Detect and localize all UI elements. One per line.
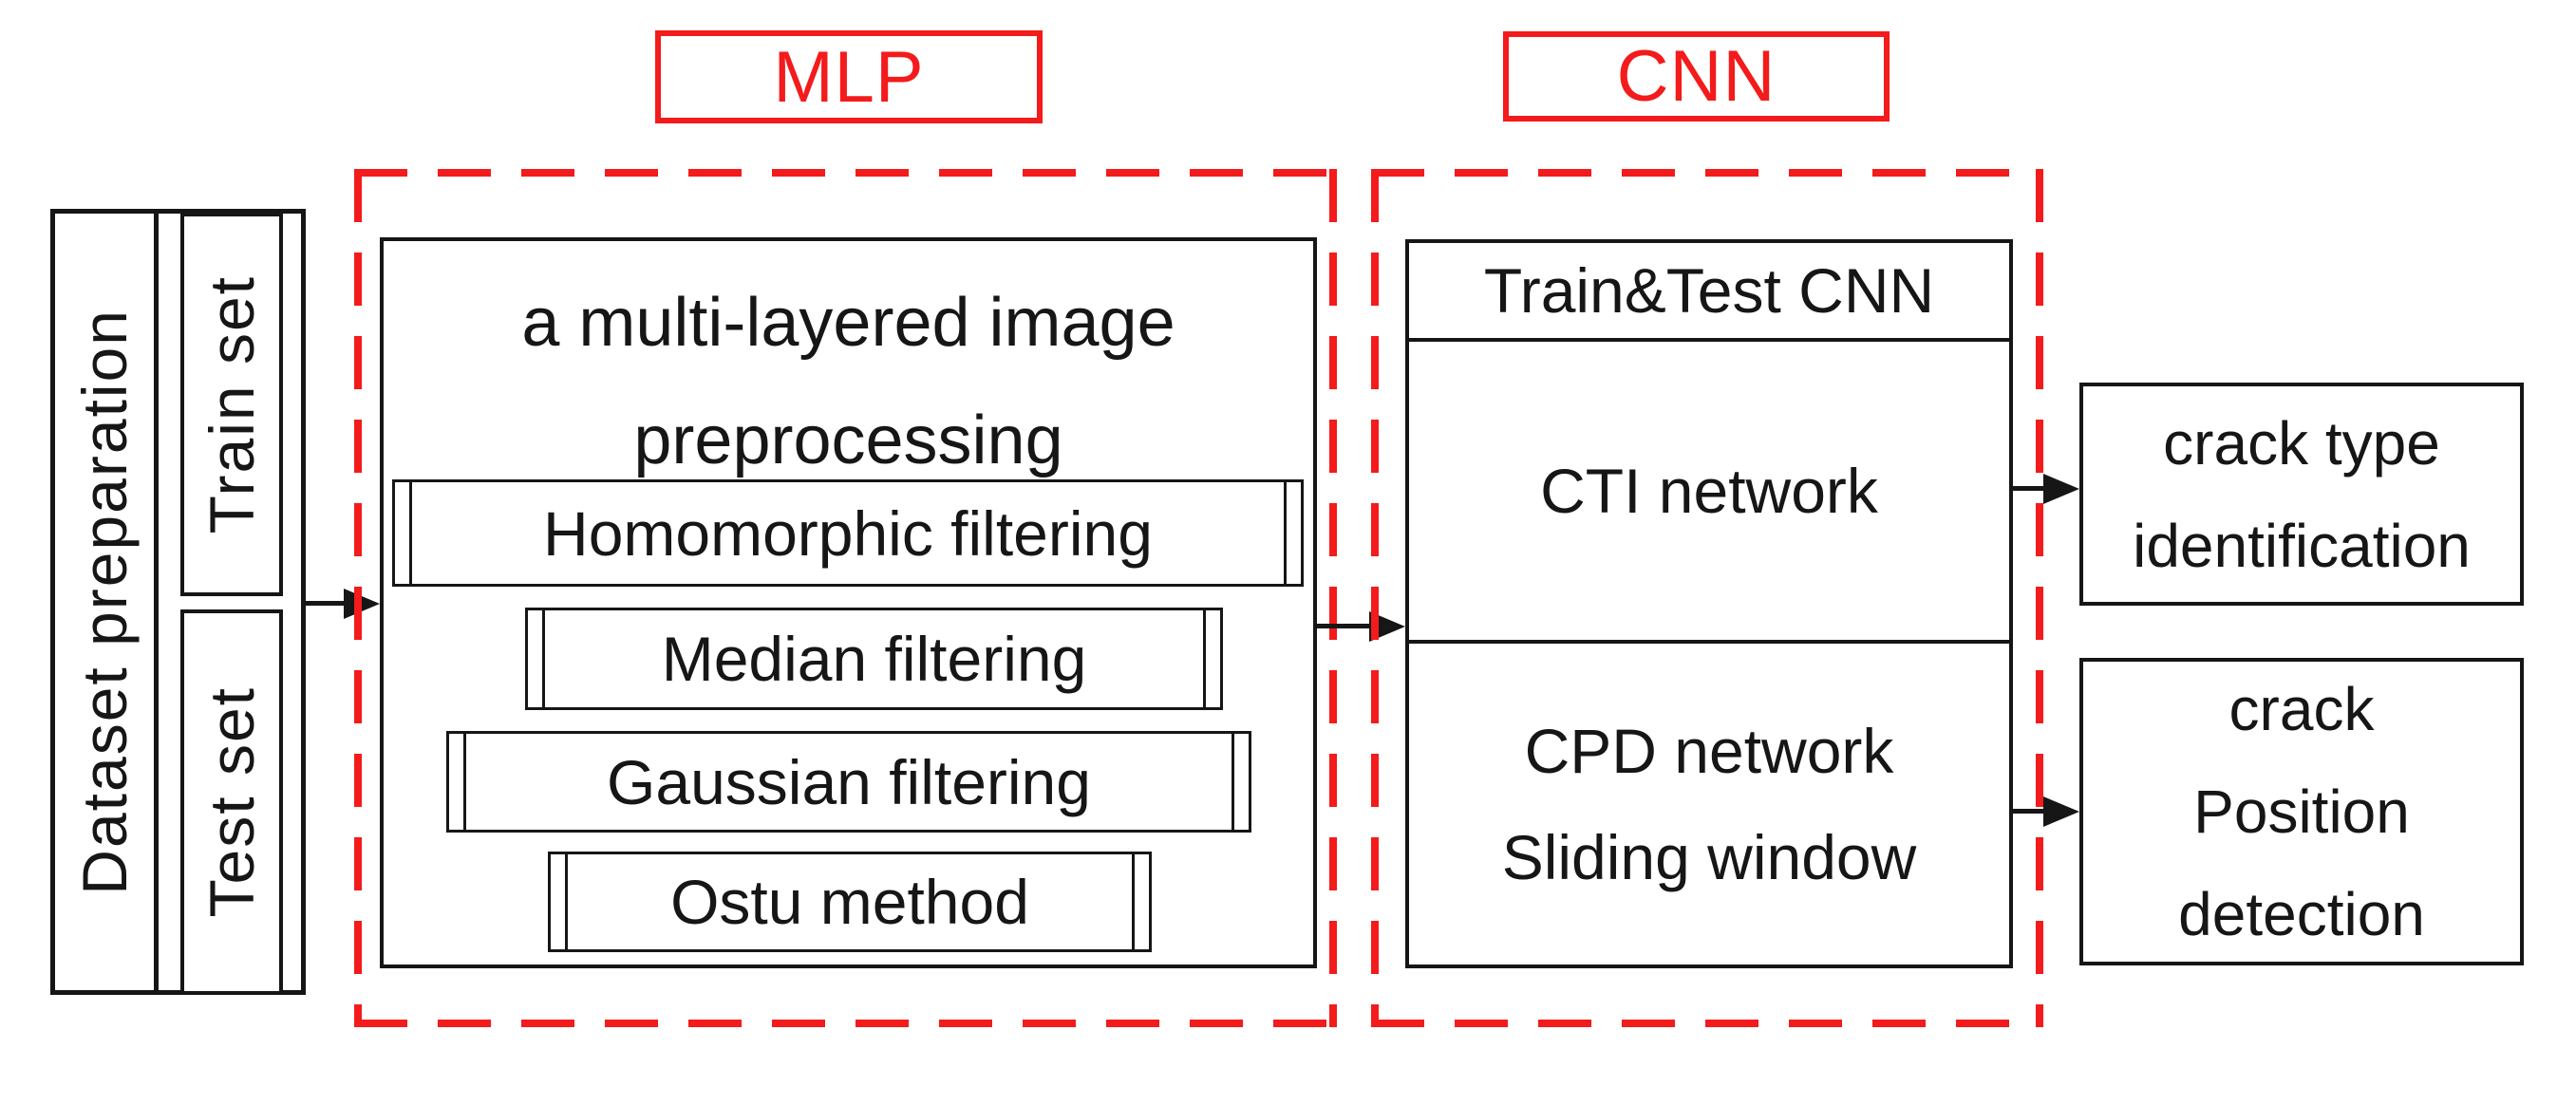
test-set-box: Test set xyxy=(180,609,283,995)
cnn-label-box: CNN xyxy=(1503,31,1890,122)
test-set-label: Test set xyxy=(197,686,267,918)
train-test-cnn-label: Train&Test CNN xyxy=(1483,255,1935,326)
crack-type-line2: identification xyxy=(2133,511,2471,580)
step-median-filtering: Median filtering xyxy=(525,608,1223,710)
cpd-network-label: CPD network xyxy=(1524,716,1894,786)
train-set-label: Train set xyxy=(197,274,267,534)
step-ostu-method: Ostu method xyxy=(548,852,1152,952)
preprocessing-title-line2: preprocessing xyxy=(633,403,1063,478)
crack-position-line3: detection xyxy=(2178,880,2425,948)
crack-position-line1: crack xyxy=(2228,675,2375,743)
cnn-network-box: Train&Test CNN CTI network CPD network S… xyxy=(1405,239,2013,968)
preprocessing-title: a multi-layered image preprocessing xyxy=(380,264,1317,499)
crack-position-detection-box: crack Position detection xyxy=(2079,658,2524,965)
cti-network-label: CTI network xyxy=(1540,456,1878,526)
dataset-preparation-label: Dataset preparation xyxy=(69,309,140,895)
crack-type-line1: crack type xyxy=(2163,408,2440,478)
arrow-mlp-to-cnn xyxy=(1317,624,1369,628)
cnn-label: CNN xyxy=(1616,36,1777,117)
step-ostu-method-label: Ostu method xyxy=(670,867,1029,937)
mlp-label: MLP xyxy=(773,36,925,118)
crack-type-identification-box: crack type identification xyxy=(2079,383,2524,606)
preprocessing-title-line1: a multi-layered image xyxy=(521,285,1175,361)
arrow-dataset-to-mlp xyxy=(306,601,344,606)
train-test-cnn-header: Train&Test CNN xyxy=(1409,243,2009,342)
step-gaussian-filtering-label: Gaussian filtering xyxy=(607,746,1091,817)
step-homomorphic-filtering: Homomorphic filtering xyxy=(392,479,1304,587)
step-homomorphic-filtering-label: Homomorphic filtering xyxy=(543,497,1153,569)
train-set-box: Train set xyxy=(180,213,283,596)
mlp-label-box: MLP xyxy=(655,30,1043,123)
dataset-preparation-box: Dataset preparation xyxy=(50,209,159,995)
preprocessing-box xyxy=(380,237,1317,968)
cti-network-section: CTI network xyxy=(1409,342,2009,644)
crack-position-line2: Position xyxy=(2193,777,2410,846)
step-gaussian-filtering: Gaussian filtering xyxy=(446,731,1251,833)
arrow-cti-to-crack-type xyxy=(2013,486,2043,491)
sliding-window-label: Sliding window xyxy=(1501,822,1917,892)
cpd-network-section: CPD network Sliding window xyxy=(1409,644,2009,965)
step-median-filtering-label: Median filtering xyxy=(661,624,1087,694)
arrow-cpd-to-crack-position xyxy=(2013,809,2043,814)
